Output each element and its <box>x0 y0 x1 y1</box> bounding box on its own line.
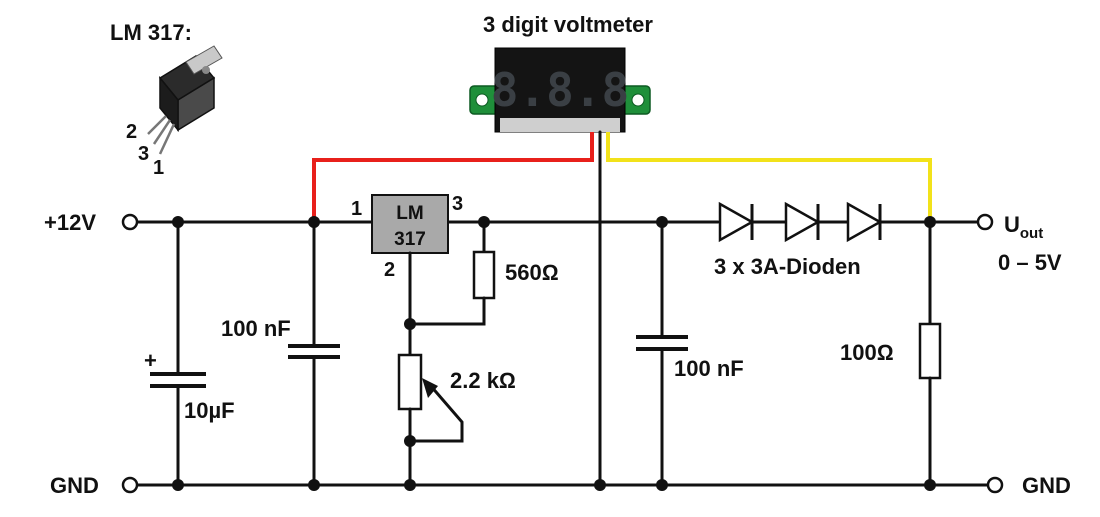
diode-3 <box>846 201 883 243</box>
input-voltage-label: +12V <box>44 210 96 235</box>
voltmeter-module: 8.8.8 <box>469 47 651 133</box>
voltmeter-title: 3 digit voltmeter <box>483 12 653 37</box>
voltmeter-digits: 8.8.8 <box>491 63 629 117</box>
lm317-pin3-label: 3 <box>452 193 463 215</box>
package-label: LM 317: <box>110 20 192 45</box>
package-pin-1: 1 <box>153 157 164 179</box>
lm317-line2: 317 <box>394 229 426 250</box>
diode-1 <box>718 201 755 243</box>
lm317-pin1-label: 1 <box>351 198 362 220</box>
resistor-100-label: 100Ω <box>840 340 894 365</box>
output-label: Uout <box>1004 212 1043 242</box>
potentiometer <box>397 353 423 411</box>
lm317-pin2-label: 2 <box>384 259 395 281</box>
gnd-terminal-right <box>986 476 1004 494</box>
resistor-560 <box>472 250 496 300</box>
output-range-label: 0 – 5V <box>998 250 1062 275</box>
output-cap-label: 100 nF <box>674 356 744 381</box>
package-pin-2: 2 <box>126 121 137 143</box>
input-cap-label: 100 nF <box>221 316 291 341</box>
lm317-line1: LM <box>396 203 423 224</box>
gnd-label-left: GND <box>50 473 99 498</box>
diodes-label: 3 x 3A-Dioden <box>714 254 861 279</box>
junction-nodes <box>172 216 936 491</box>
package-pin-3: 3 <box>138 143 149 165</box>
wiper-arrow-icon <box>422 378 438 398</box>
lm317-regulator <box>371 194 449 254</box>
electrolytic-cap-label: 10µF <box>184 398 235 423</box>
gnd-terminal-left <box>121 476 139 494</box>
red-wire <box>312 132 594 222</box>
diode-2 <box>784 201 821 243</box>
resistor-560-label: 560Ω <box>505 260 559 285</box>
output-terminal <box>976 213 994 231</box>
electrolytic-polarity: + <box>144 348 157 373</box>
input-terminal <box>121 213 139 231</box>
gnd-label-right: GND <box>1022 473 1071 498</box>
resistor-100 <box>918 322 942 380</box>
to220-package-icon <box>147 45 223 155</box>
yellow-wire <box>606 132 932 222</box>
potentiometer-label: 2.2 kΩ <box>450 368 516 393</box>
